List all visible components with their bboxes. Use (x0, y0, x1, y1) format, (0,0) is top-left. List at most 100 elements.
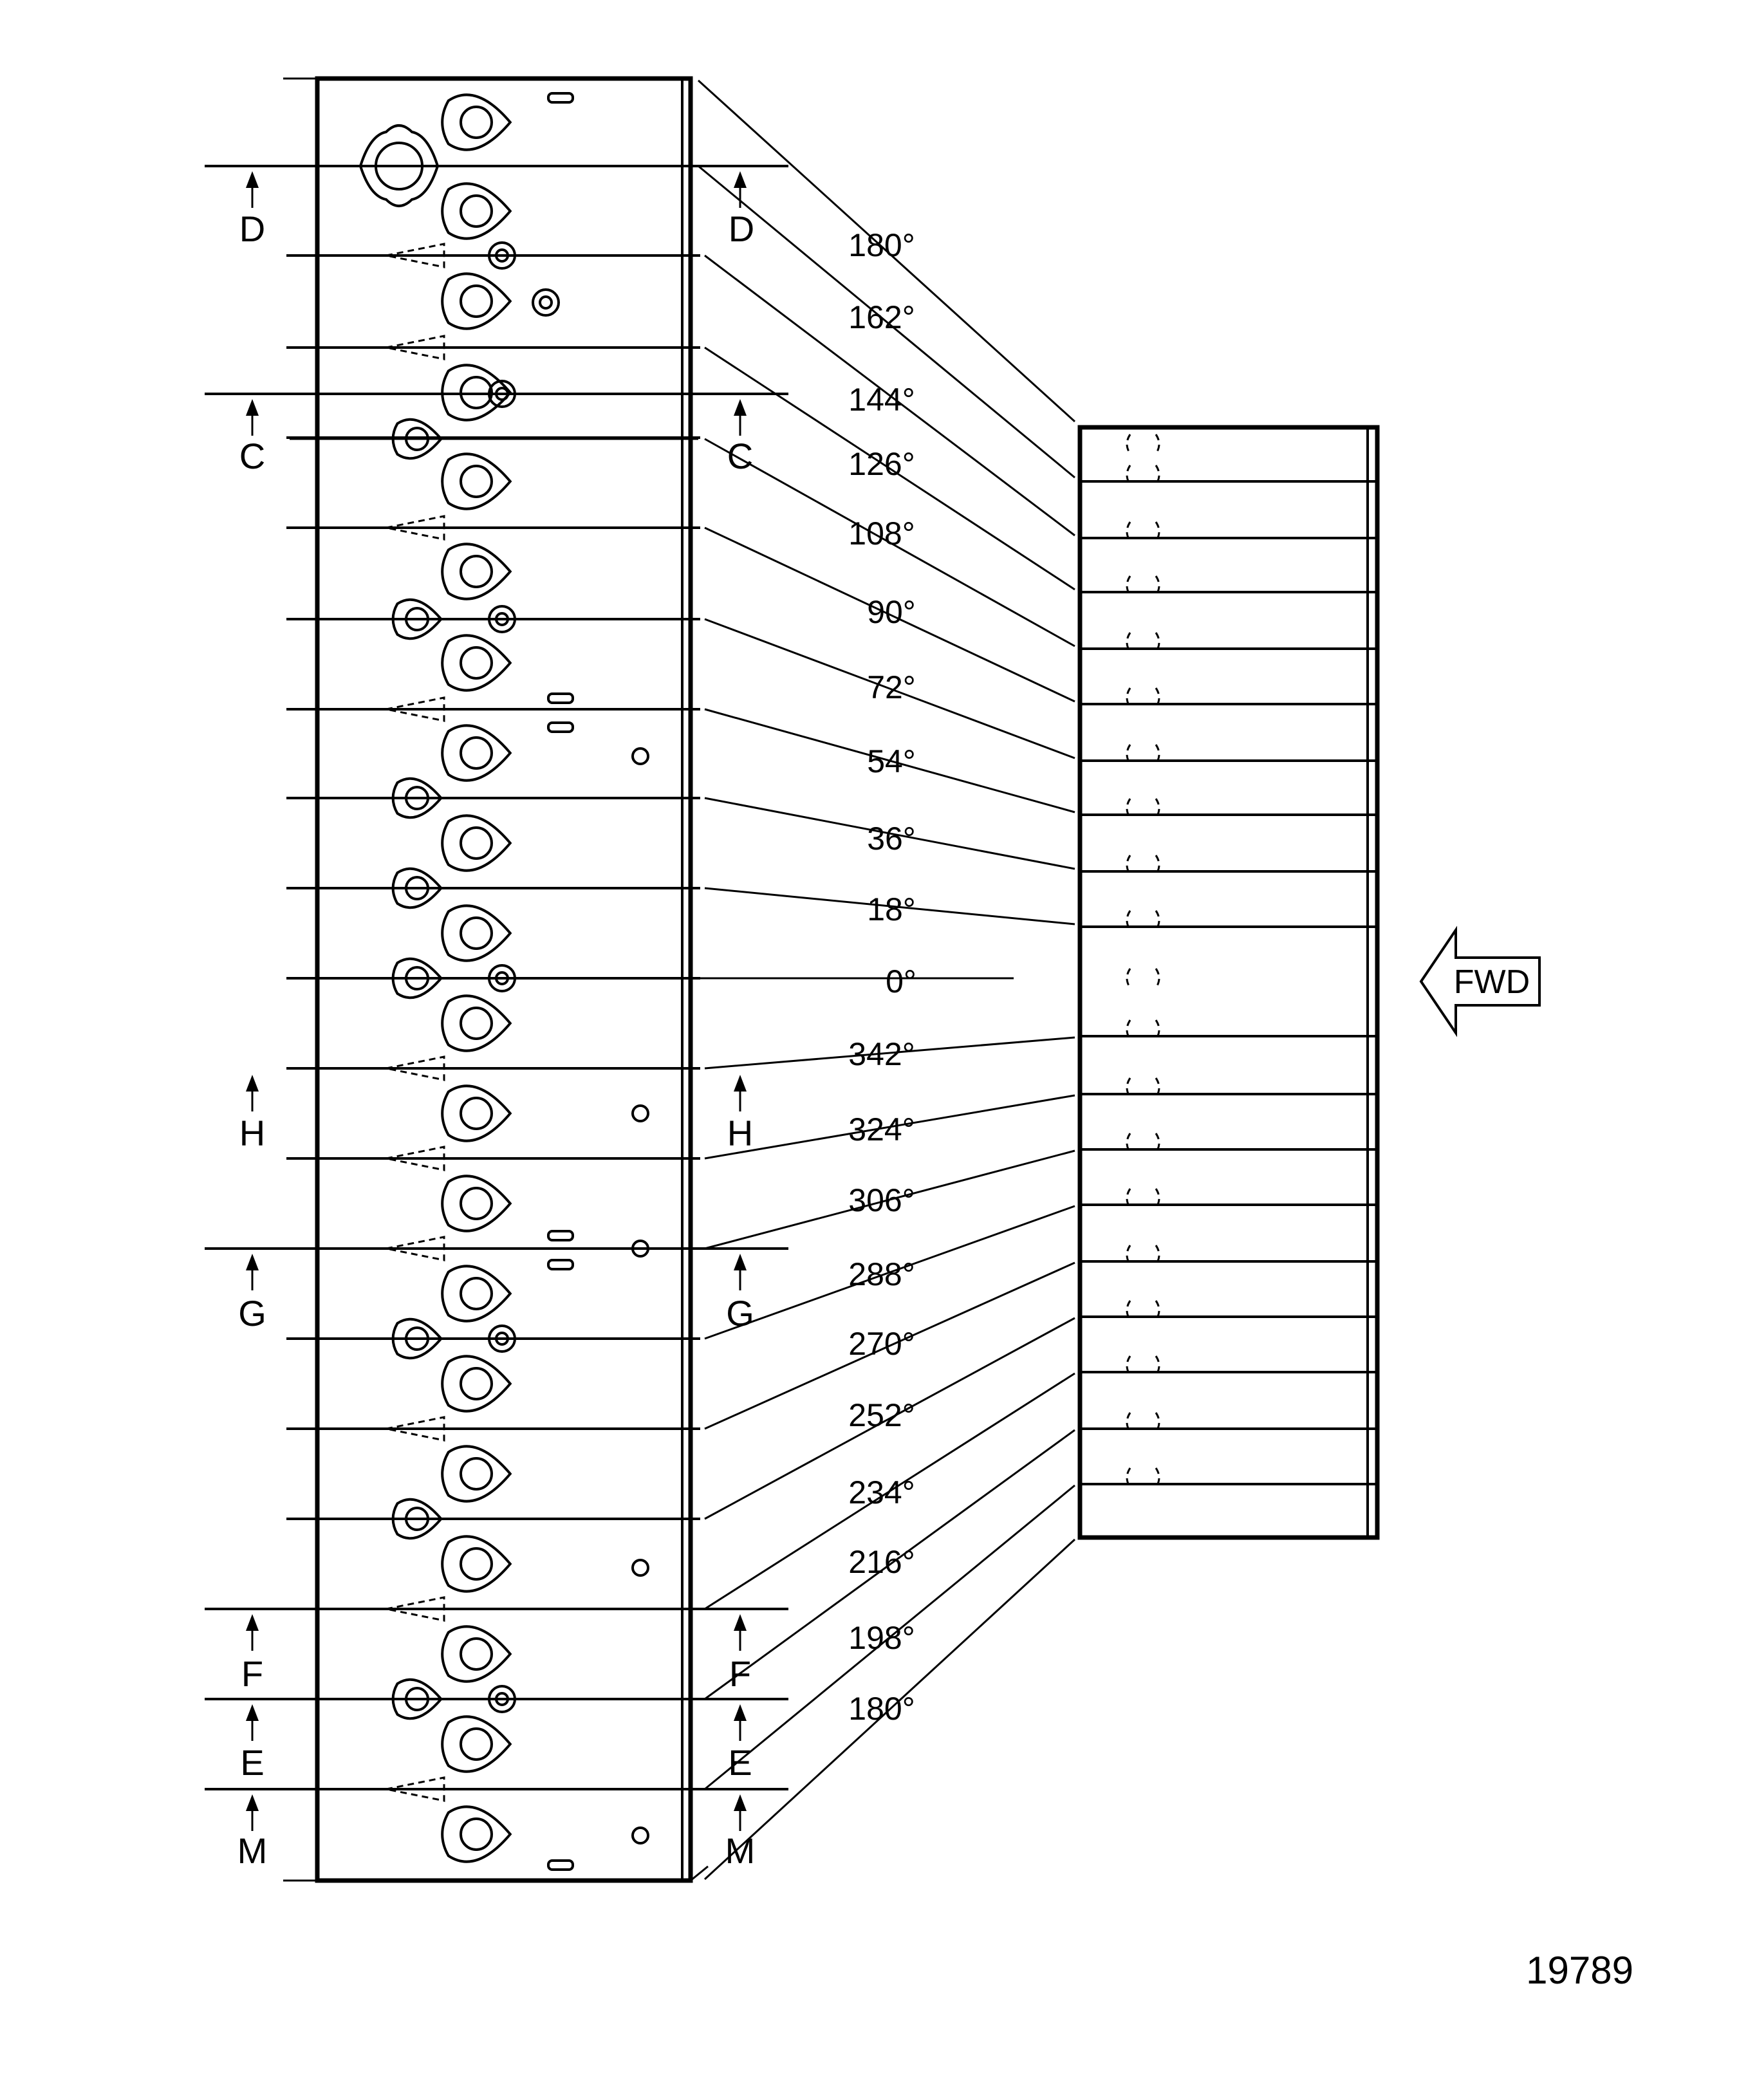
side-view-port-outline (1126, 632, 1160, 653)
section-arrow-head (246, 399, 259, 416)
bolt-center (539, 295, 553, 310)
port-outline (386, 335, 445, 360)
section-label-m-right: M (725, 1830, 756, 1871)
bolt-center (495, 612, 509, 626)
slot (547, 1230, 574, 1241)
bolt-center (495, 971, 509, 985)
angle-label-18: 18° (867, 891, 916, 927)
boss-outline-hole (460, 284, 493, 318)
strip-features (358, 92, 649, 1871)
boss-outline (441, 1715, 512, 1773)
small-boss-outline (391, 1317, 443, 1360)
leader-line (697, 79, 1076, 423)
leader-line (704, 1094, 1075, 1160)
side-view-port-outline (1126, 465, 1160, 485)
boss-outline (441, 543, 512, 600)
small-boss-outline-hole (405, 1326, 429, 1351)
boss-outline-hole (460, 1187, 493, 1220)
side-view-port-outline (1126, 575, 1160, 596)
leader-line (704, 887, 1075, 925)
boss-outline (441, 93, 512, 151)
angle-labels: 180° 162° 144° 126° 108° 90° 72° 54° 36°… (848, 227, 916, 1727)
leader-line (698, 165, 1075, 479)
angle-label-342: 342° (848, 1036, 915, 1072)
side-view-port-outline (1126, 1019, 1160, 1040)
port-outline (386, 1596, 445, 1622)
side-view-port-outline (1126, 1188, 1160, 1209)
boss-outline-hole (460, 106, 493, 139)
boss-outline-hole (460, 1367, 493, 1400)
section-arrow-head (246, 1794, 259, 1811)
small-boss-outline (391, 777, 443, 819)
angle-label-54: 54° (867, 743, 916, 779)
side-view-port-outline (1126, 1355, 1160, 1376)
hole (631, 1826, 649, 1844)
boss-outline-hole (460, 376, 493, 409)
leader-line (704, 797, 1075, 870)
bolt-outline (488, 1324, 516, 1353)
boss-outline-hole (460, 1007, 493, 1040)
hole (631, 1104, 649, 1122)
port-outline (386, 1776, 445, 1802)
angle-label-270: 270° (848, 1326, 915, 1362)
section-arrow-head (734, 171, 747, 188)
leader-line (704, 1261, 1075, 1430)
side-view-marks (1080, 434, 1377, 1488)
section-label-c-left: C (239, 436, 265, 476)
boss-outline-hole (460, 1097, 493, 1130)
small-boss-outline (391, 867, 443, 909)
boss-outline-hole (460, 1817, 493, 1851)
boss-outline (441, 272, 512, 330)
section-label-m-left: M (237, 1830, 268, 1871)
boss-outline-hole (460, 194, 493, 228)
section-label-f-left: F (241, 1653, 263, 1694)
boss-outline (441, 1175, 512, 1232)
angle-label-234: 234° (848, 1474, 915, 1510)
bolt-outline (488, 241, 516, 270)
forward-label: FWD (1454, 963, 1530, 1001)
angle-label-126: 126° (848, 446, 915, 482)
section-arrow-head (734, 399, 747, 416)
bolt-center (495, 1332, 509, 1346)
bolt-outline (488, 380, 516, 408)
section-label-d-right: D (729, 209, 754, 249)
angle-label-252: 252° (848, 1397, 915, 1433)
boss-outline (441, 1265, 512, 1323)
fitting-outline (358, 124, 440, 207)
leader-line (704, 1205, 1075, 1340)
section-arrow-head (734, 1704, 747, 1721)
side-view-port-outline (1126, 968, 1160, 989)
leader-line (704, 526, 1075, 703)
small-boss-outline (391, 1678, 443, 1720)
section-label-g-left: G (238, 1293, 266, 1333)
slot (547, 692, 574, 704)
hole (631, 747, 649, 765)
side-view-port-outline (1126, 1412, 1160, 1433)
bolt-outline (488, 964, 516, 992)
section-arrow-head (246, 1254, 259, 1270)
small-boss-outline (391, 418, 443, 460)
angle-label-0: 0° (886, 963, 916, 999)
section-label-h-left: H (239, 1113, 265, 1153)
leader-line (704, 346, 1075, 591)
leader-line (704, 1429, 1075, 1700)
leader-line (704, 708, 1075, 813)
side-view-port-outline (1126, 744, 1160, 765)
side-view-port-outline (1126, 1077, 1160, 1098)
section-label-e-right: E (728, 1742, 752, 1783)
slot (547, 1259, 574, 1270)
boss-outline-hole (460, 736, 493, 770)
section-arrow-head (734, 1794, 747, 1811)
small-boss-outline (391, 598, 443, 640)
section-label-e-left: E (240, 1742, 264, 1783)
small-boss-outline-hole (405, 876, 429, 900)
bolt-center (495, 387, 509, 401)
small-boss-outline-hole (405, 1507, 429, 1531)
leader-line (704, 1317, 1075, 1520)
side-view-port-outline (1126, 910, 1160, 931)
hole (631, 1240, 649, 1258)
leader-line (704, 1484, 1075, 1790)
angle-label-162: 162° (848, 299, 915, 335)
boss-outline (441, 1355, 512, 1413)
section-arrow-head (734, 1075, 747, 1092)
